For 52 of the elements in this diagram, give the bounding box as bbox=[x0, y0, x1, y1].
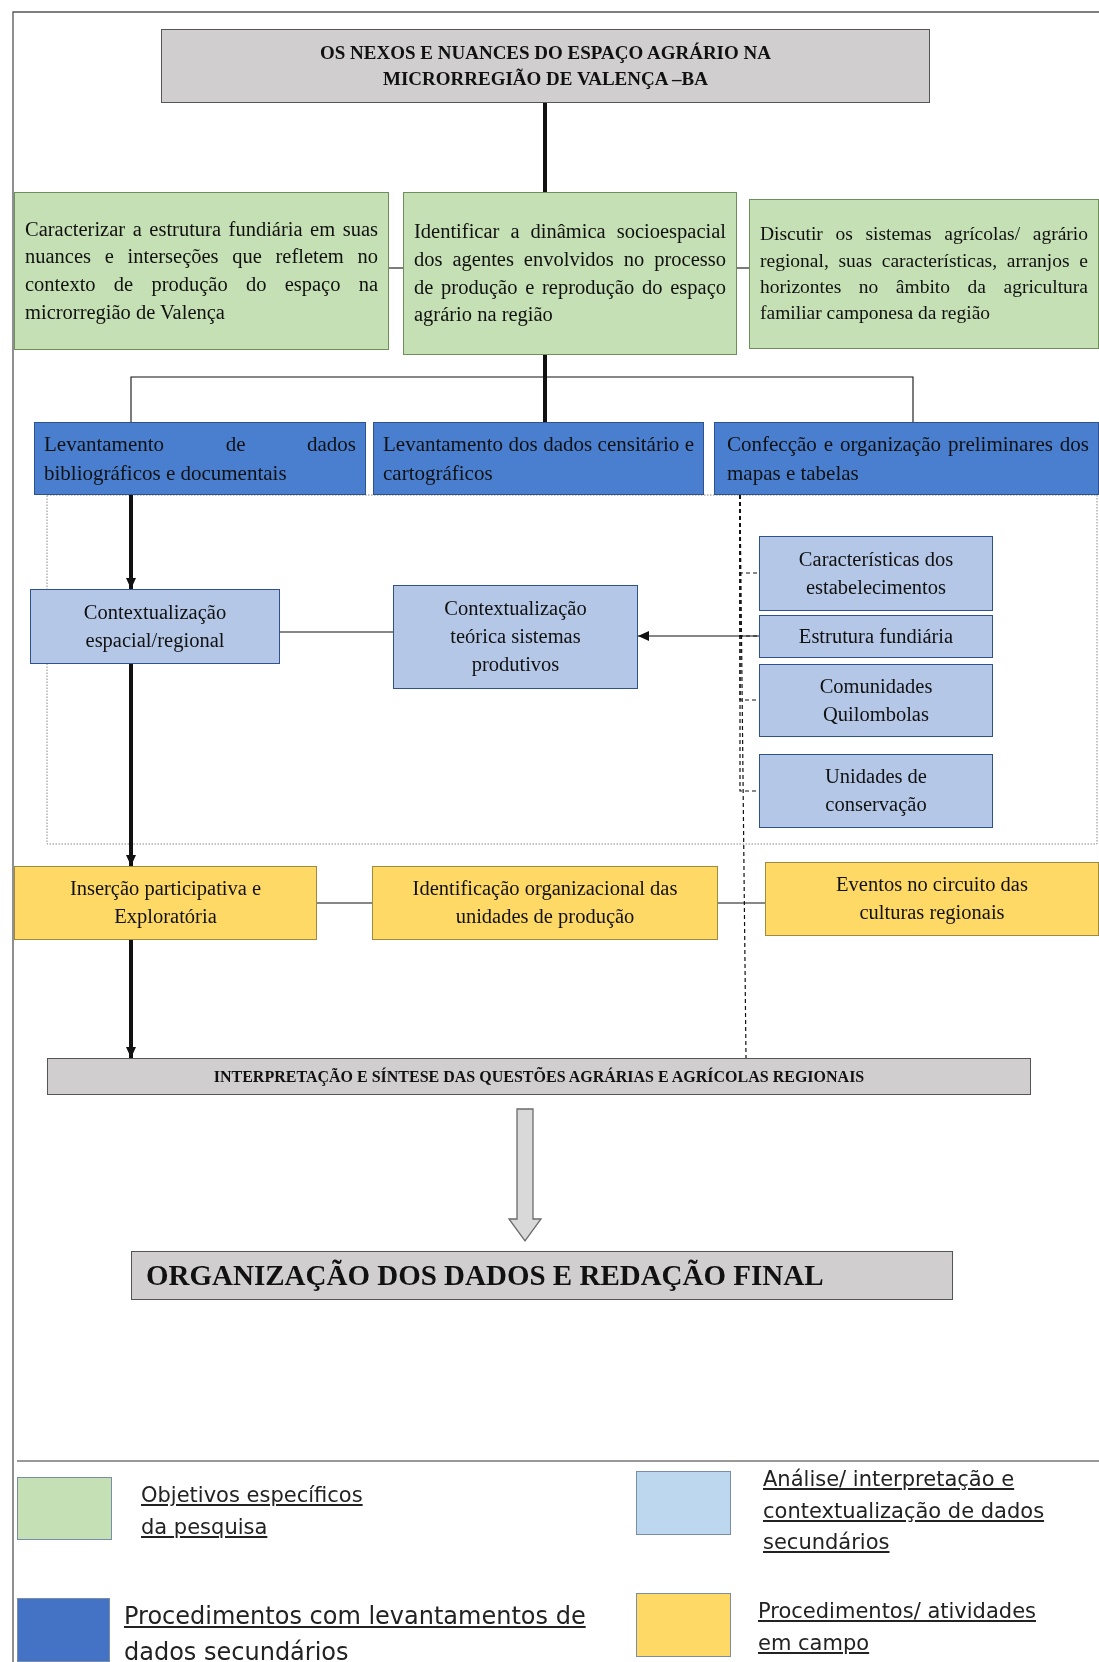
block-arrow bbox=[507, 1108, 543, 1243]
node-text: Características dos estabelecimentos bbox=[797, 546, 955, 600]
node-text: Unidades de conservação bbox=[824, 764, 928, 818]
analysis-box bbox=[759, 615, 993, 658]
node-text: Eventos no circuito das culturas regionais bbox=[835, 872, 1029, 926]
analysis-box bbox=[759, 536, 993, 611]
connector-line bbox=[736, 267, 750, 269]
objective-box bbox=[403, 192, 737, 355]
synthesis-banner bbox=[47, 1058, 1031, 1095]
legend-text: Procedimentos com levantamentos de dados secundários bbox=[124, 1601, 587, 1662]
procedure-box bbox=[34, 422, 366, 495]
connector-line bbox=[717, 902, 766, 904]
objective-box bbox=[14, 192, 389, 350]
node-text: Contextualização teórica sistemas produtivos bbox=[443, 596, 588, 678]
node-text: Comunidades Quilombolas bbox=[818, 673, 934, 727]
node-text: Confecção e organização preliminares dos mapas e tabelas bbox=[726, 431, 1090, 487]
procedure-box bbox=[714, 422, 1099, 495]
legend-text: Procedimentos/ atividades em campo bbox=[758, 1598, 1037, 1657]
analysis-box bbox=[393, 585, 638, 689]
objective-box bbox=[749, 199, 1099, 349]
fieldwork-box bbox=[14, 866, 317, 940]
node-text: Levantamento de dados bibliográficos e documentais bbox=[43, 431, 357, 487]
arrow bbox=[637, 631, 760, 641]
analysis-box bbox=[30, 589, 280, 664]
node-text: Estrutura fundiária bbox=[797, 623, 955, 649]
legend-text: Análise/ interpretação e contextualização de dados secundários bbox=[763, 1466, 1046, 1556]
connector-line bbox=[388, 267, 404, 269]
legend-text: Objetivos específicos da pesquisa bbox=[141, 1482, 364, 1541]
node-text: Discutir os sistemas agrícolas/ agrário regional, suas características, arranjos e horizontes no âmbito da agricultura familiar camponesa da região bbox=[759, 222, 1089, 326]
node-text: Identificação organizacional das unidades de produção bbox=[411, 876, 679, 930]
title-banner bbox=[161, 29, 930, 103]
connector-line bbox=[543, 103, 547, 192]
connector-line bbox=[279, 631, 394, 633]
node-text: Levantamento dos dados censitário e cartográficos bbox=[382, 431, 695, 487]
connector-line bbox=[543, 355, 547, 422]
connector-line bbox=[316, 902, 373, 904]
node-text: Contextualização espacial/regional bbox=[82, 599, 228, 654]
fieldwork-box bbox=[765, 862, 1099, 936]
node-text: Identificar a dinâmica socioespacial dos agentes envolvidos no processo de produção e reprodução do espaço agrário na região bbox=[413, 219, 727, 328]
arrow bbox=[126, 495, 136, 589]
node-text: Inserção participativa e Exploratória bbox=[68, 876, 263, 930]
arrow bbox=[126, 940, 136, 1058]
arrow bbox=[126, 664, 136, 866]
analysis-box bbox=[759, 664, 993, 737]
analysis-box bbox=[759, 754, 993, 828]
node-text: Caracterizar a estrutura fundiária em suas nuances e interseções que refletem no contexto de produção do espaço na microrregião de Valença bbox=[24, 216, 379, 326]
procedure-box bbox=[373, 422, 704, 495]
node-text: OS NEXOS E NUANCES DO ESPAÇO AGRÁRIO NA MICRORREGIÃO DE VALENÇA –BA bbox=[319, 41, 772, 91]
fieldwork-box bbox=[372, 866, 718, 940]
final-step-banner bbox=[131, 1251, 953, 1300]
node-text: INTERPRETAÇÃO E SÍNTESE DAS QUESTÕES AGRÁRIAS E AGRÍCOLAS REGIONAIS bbox=[212, 1066, 866, 1088]
node-text: ORGANIZAÇÃO DOS DADOS E REDAÇÃO FINAL bbox=[145, 1257, 825, 1293]
